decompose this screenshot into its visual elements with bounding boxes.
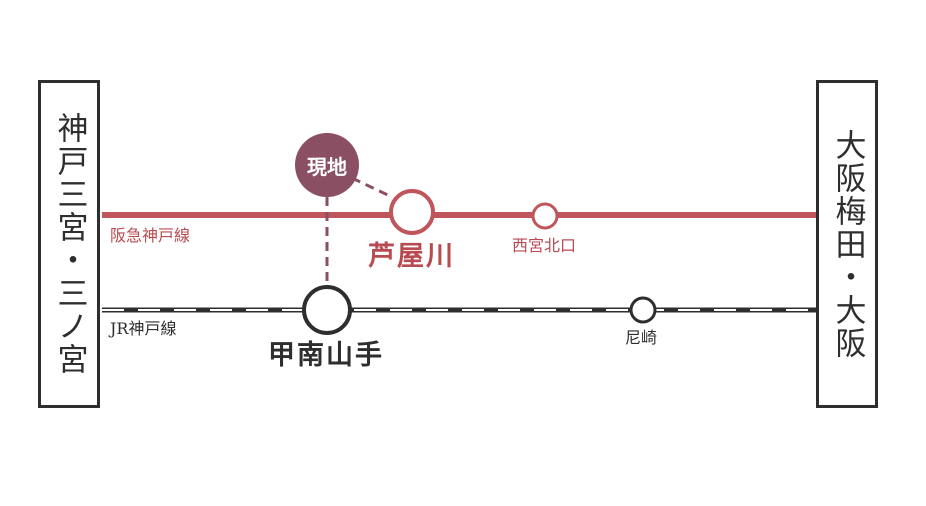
jr-line-label: JR神戸線 bbox=[110, 319, 177, 338]
connector-to-ashiyagawa bbox=[351, 176, 393, 199]
current-location-label: 現地 bbox=[307, 154, 347, 179]
station-label-ashiyagawa: 芦屋川 bbox=[368, 241, 455, 272]
station-marker-amagasaki bbox=[629, 296, 657, 324]
terminal-west-box: 神戸三宮・三ノ宮 bbox=[38, 80, 100, 408]
terminal-west-label: 神戸三宮・三ノ宮 bbox=[51, 112, 88, 376]
station-label-konan-yamate: 甲南山手 bbox=[268, 340, 384, 371]
station-marker-nishinomiya-kitaguchi bbox=[531, 202, 559, 230]
hankyu-line-label: 阪急神戸線 bbox=[110, 226, 191, 245]
current-location-marker bbox=[295, 133, 359, 197]
terminal-east-label: 大阪梅田・大阪 bbox=[829, 128, 866, 360]
terminal-east-box: 大阪梅田・大阪 bbox=[816, 80, 878, 408]
station-marker-ashiyagawa bbox=[389, 189, 435, 235]
station-label-amagasaki: 尼崎 bbox=[625, 328, 658, 347]
station-marker-konan-yamate bbox=[302, 285, 352, 335]
station-label-nishinomiya-kitaguchi: 西宮北口 bbox=[512, 236, 577, 255]
